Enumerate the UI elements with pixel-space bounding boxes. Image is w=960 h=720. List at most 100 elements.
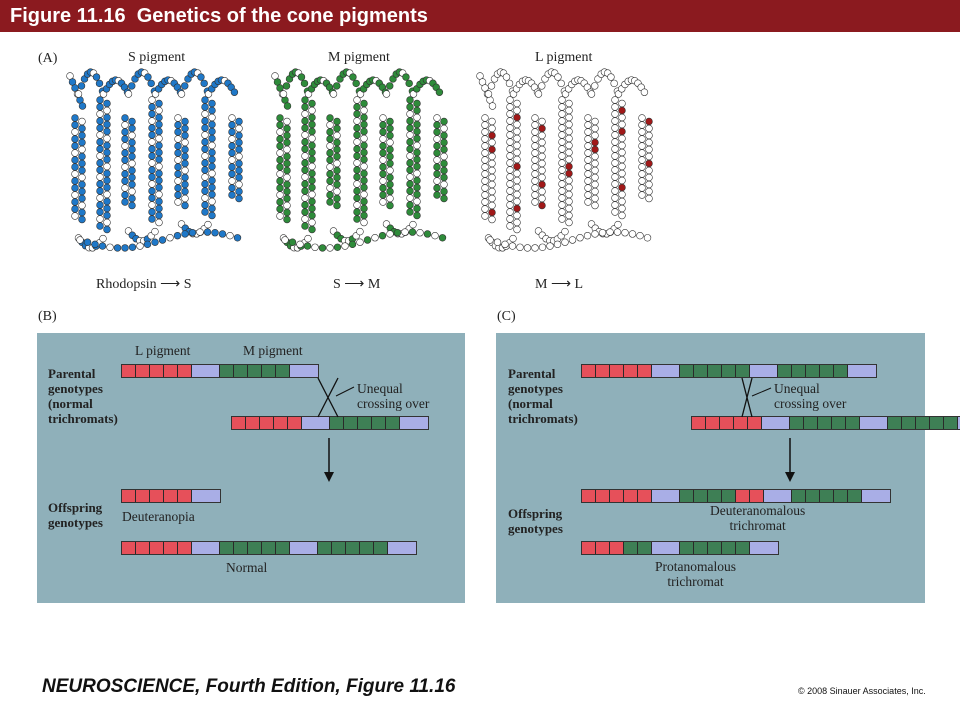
amino-acid-bead — [103, 169, 111, 178]
m-gene-exon — [902, 417, 916, 429]
amino-acid-bead — [360, 113, 368, 122]
amino-acid-bead — [301, 152, 309, 160]
amino-acid-bead — [506, 208, 514, 216]
amino-acid-bead — [611, 96, 619, 104]
amino-acid-bead — [481, 191, 489, 199]
amino-acid-bead — [352, 79, 360, 88]
amino-acid-bead — [276, 135, 284, 143]
amino-acid-bead — [645, 131, 653, 140]
amino-acid-bead — [423, 230, 432, 238]
amino-acid-bead — [584, 191, 592, 199]
amino-acid-bead — [124, 90, 133, 98]
amino-acid-bead — [538, 201, 546, 210]
amino-acid-bead — [308, 106, 316, 115]
amino-acid-bead — [283, 131, 291, 140]
amino-acid-bead — [531, 142, 539, 150]
amino-acid-bead — [333, 201, 341, 210]
amino-acid-bead — [386, 124, 394, 133]
amino-acid-bead — [618, 183, 626, 192]
amino-acid-bead — [349, 73, 357, 81]
amino-acid-bead — [144, 73, 152, 81]
m-gene-exon — [778, 365, 792, 377]
amino-acid-bead — [386, 187, 394, 196]
amino-acid-bead — [148, 110, 156, 118]
amino-acid-bead — [643, 234, 652, 242]
amino-acid-bead — [618, 120, 626, 129]
amino-acid-bead — [99, 234, 107, 243]
amino-acid-bead — [538, 173, 546, 182]
amino-acid-bead — [406, 145, 414, 153]
amino-acid-bead — [78, 159, 86, 168]
amino-acid-bead — [208, 148, 216, 157]
amino-acid-bead — [433, 177, 441, 185]
amino-acid-bead — [201, 194, 209, 202]
amino-acid-bead — [565, 113, 573, 122]
intergenic-spacer — [762, 417, 790, 429]
amino-acid-bead — [318, 244, 327, 252]
m-gene-exon — [722, 365, 736, 377]
m-gene-exon — [722, 542, 736, 554]
amino-acid-bead — [353, 131, 361, 139]
amino-acid-bead — [379, 184, 387, 192]
amino-acid-bead — [488, 152, 496, 161]
amino-acid-bead — [584, 128, 592, 136]
amino-acid-bead — [506, 117, 514, 125]
m-gene-exon — [276, 542, 290, 554]
amino-acid-bead — [71, 163, 79, 171]
amino-acid-bead — [235, 117, 243, 126]
l-gene-exon — [692, 417, 706, 429]
m-gene-exon — [318, 542, 332, 554]
amino-acid-bead — [181, 230, 189, 238]
amino-acid-bead — [506, 124, 514, 132]
amino-acid-bead — [308, 99, 316, 108]
amino-acid-bead — [506, 131, 514, 139]
l-gene-exon — [136, 542, 150, 554]
amino-acid-bead — [103, 183, 111, 192]
amino-acid-bead — [406, 110, 414, 118]
amino-acid-bead — [433, 149, 441, 157]
amino-acid-bead — [301, 166, 309, 174]
amino-acid-bead — [92, 73, 101, 81]
amino-acid-bead — [181, 173, 189, 182]
l-gene-exon — [638, 490, 652, 502]
amino-acid-bead — [413, 162, 421, 171]
amino-acid-bead — [279, 90, 288, 98]
amino-acid-bead — [121, 114, 129, 122]
amino-acid-bead — [513, 134, 521, 143]
m-gene-exon — [930, 417, 944, 429]
m-gene-exon — [220, 542, 234, 554]
amino-acid-bead — [558, 208, 566, 216]
amino-acid-bead — [413, 113, 421, 122]
amino-acid-bead — [308, 120, 316, 129]
amino-acid-bead — [96, 201, 104, 209]
amino-acid-bead — [158, 236, 167, 244]
amino-acid-bead — [155, 127, 163, 136]
amino-acid-bead — [333, 243, 342, 251]
amino-acid-bead — [607, 73, 615, 81]
amino-acid-bead — [481, 128, 489, 136]
amino-acid-bead — [98, 242, 107, 250]
amino-acid-bead — [538, 187, 546, 196]
l-gene-exon — [624, 490, 638, 502]
amino-acid-bead — [531, 191, 539, 199]
amino-acid-bead — [513, 106, 521, 115]
amino-acid-bead — [226, 231, 234, 240]
m-pigment-gene-label: M pigment — [243, 343, 303, 358]
amino-acid-bead — [558, 152, 566, 160]
amino-acid-bead — [311, 243, 319, 251]
amino-acid-bead — [301, 180, 309, 188]
amino-acid-bead — [513, 197, 521, 206]
amino-acid-bead — [591, 201, 599, 210]
amino-acid-bead — [128, 124, 136, 133]
amino-acid-bead — [360, 120, 368, 129]
amino-acid-bead — [546, 242, 554, 250]
amino-acid-bead — [235, 152, 243, 161]
amino-acid-bead — [481, 142, 489, 150]
amino-acid-bead — [174, 128, 182, 136]
amino-acid-bead — [301, 103, 309, 111]
amino-acid-bead — [433, 128, 441, 136]
amino-acid-bead — [591, 124, 599, 133]
amino-acid-bead — [276, 149, 284, 157]
amino-acid-bead — [208, 197, 216, 206]
amino-acid-bead — [531, 177, 539, 185]
